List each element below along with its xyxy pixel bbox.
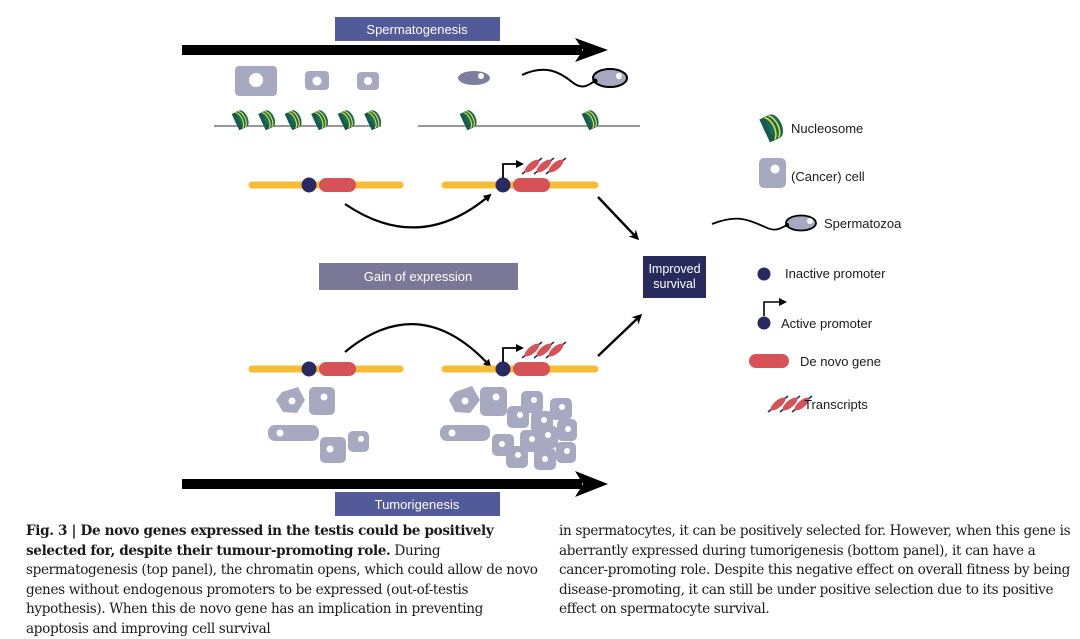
de-novo-gene: [319, 178, 356, 192]
legend-label-transcripts: Transcripts: [804, 397, 868, 412]
spermatocyte-cell: [305, 71, 329, 90]
nucleosome-icon: [284, 107, 305, 131]
legend-inactive-promoter-icon: [757, 267, 771, 281]
tumorigenesis-banner: [335, 492, 500, 516]
bottom-transcripts: [521, 340, 567, 360]
de-novo-gene: [513, 362, 550, 376]
legend-nucleosome-icon: [758, 111, 788, 144]
bottom-activation-arrow: [344, 323, 492, 368]
caption-body-part1: During spermatogenesis (top panel), the …: [26, 542, 538, 637]
nucleosome-icon: [363, 107, 385, 131]
nucleosome-icon: [459, 107, 480, 131]
legend-cell-icon: [759, 158, 786, 188]
top-inactive-gene-locus: [248, 177, 404, 193]
transcription-start-arrow: [502, 160, 524, 178]
legend-label-nucleosome: Nucleosome: [791, 121, 864, 136]
de-novo-gene: [319, 362, 356, 376]
spermatogenesis-banner: [335, 17, 500, 41]
tumorigenesis-label: Tumorigenesis: [375, 497, 460, 512]
top-transcripts: [521, 156, 567, 176]
legend-label-spermatozoa: Spermatozoa: [824, 216, 902, 231]
spermatogenesis-label: Spermatogenesis: [366, 22, 468, 37]
nucleosome-icon: [581, 107, 602, 131]
legend-spermatozoa-icon: [711, 214, 817, 232]
diagram-canvas: Spermatogenesis: [182, 17, 817, 516]
bottom-inactive-gene-locus: [248, 361, 404, 377]
top-activation-arrow: [344, 193, 492, 229]
legend-label-active-promoter: Active promoter: [781, 316, 873, 331]
spermatogenesis-arrow: [182, 38, 608, 62]
nucleosome-icon: [310, 107, 332, 131]
caption-column-2: in spermatocytes, it can be positively s…: [559, 522, 1079, 620]
spermatid-cell: [357, 72, 379, 90]
caption-body-part2: in spermatocytes, it can be positively s…: [559, 523, 1071, 617]
improved-survival-line1: Improved: [648, 262, 701, 276]
gain-of-expression-banner: [319, 263, 518, 290]
bottom-to-survival-arrow: [597, 313, 643, 357]
active-promoter: [495, 177, 511, 193]
top-active-gene-locus: [441, 156, 599, 193]
figure-diagram: Spermatogenesis: [182, 17, 902, 516]
gain-of-expression-label: Gain of expression: [364, 269, 472, 284]
improved-survival-line2: survival: [653, 277, 696, 291]
tumorigenesis-arrow: [182, 471, 608, 497]
normal-cell-cluster: [268, 387, 369, 463]
nucleosome-icon: [257, 107, 279, 131]
caption-column-1: Fig. 3 | De novo genes expressed in the …: [26, 522, 546, 639]
de-novo-gene: [513, 178, 550, 192]
tumor-cell-cluster: [440, 386, 577, 470]
condensed-nucleosomes: [231, 107, 385, 131]
active-promoter: [495, 361, 511, 377]
spermatogonium-cell: [235, 66, 277, 96]
caption-title: De novo genes expressed in the testis co…: [26, 523, 494, 559]
inactive-promoter: [301, 361, 317, 377]
inactive-promoter: [301, 177, 317, 193]
legend-label-de-novo-gene: De novo gene: [800, 354, 881, 369]
elongating-spermatid: [458, 71, 490, 85]
open-nucleosomes: [459, 107, 602, 131]
legend-de-novo-gene-icon: [749, 354, 789, 368]
caption-figure-number: Fig. 3 |: [26, 523, 81, 539]
legend-active-promoter-icon: [757, 298, 787, 330]
legend-label-cell: (Cancer) cell: [791, 169, 865, 184]
legend-label-inactive-promoter: Inactive promoter: [785, 266, 886, 281]
transcription-start-arrow: [502, 344, 524, 362]
spermatozoon: [521, 68, 628, 88]
nucleosome-icon: [231, 107, 252, 131]
bottom-active-gene-locus: [441, 340, 599, 377]
top-to-survival-arrow: [597, 196, 640, 241]
nucleosome-icon: [337, 107, 358, 131]
